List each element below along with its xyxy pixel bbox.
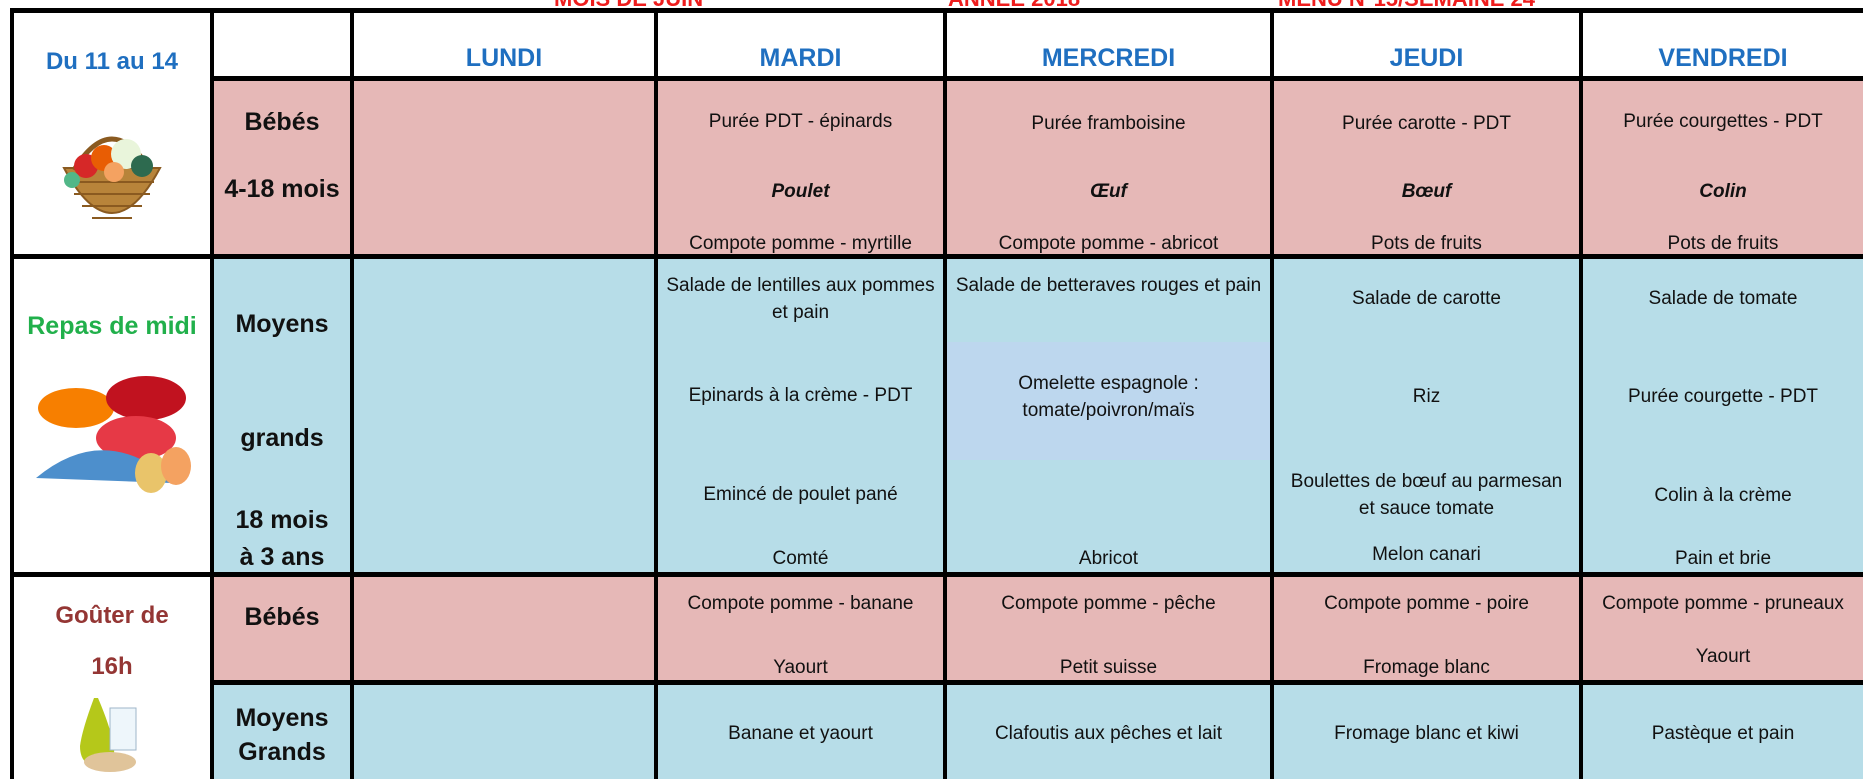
mid-dessert-jeudi: Melon canari bbox=[1372, 544, 1481, 565]
mid-dessert-vendredi: Pain et brie bbox=[1674, 548, 1772, 569]
day-header-vendredi: VENDREDI bbox=[1658, 44, 1788, 72]
mid-main-mardi: Emincé de poulet pané bbox=[703, 484, 898, 505]
snack-babies-1-mardi: Compote pomme - banane bbox=[687, 593, 914, 614]
month-title: MOIS DE JUIN bbox=[554, 0, 703, 12]
babies-puree-mercredi: Purée framboisine bbox=[1031, 113, 1186, 134]
mid-starter-jeudi: Salade de carotte bbox=[1352, 288, 1501, 309]
snack-babies-1-mercredi: Compote pomme - pêche bbox=[1001, 593, 1216, 614]
grid-v2 bbox=[350, 8, 354, 779]
grid-v3 bbox=[654, 8, 658, 779]
group-mid-line3: 18 mois bbox=[235, 506, 329, 534]
grid-lunch-bottom bbox=[10, 572, 1863, 577]
lunch-label: Repas de midi bbox=[27, 312, 197, 340]
snack-label-line1: Goûter de bbox=[55, 602, 169, 629]
mid-side-vendredi: Purée courgette - PDT bbox=[1627, 386, 1819, 407]
babies-dessert-mercredi: Compote pomme - abricot bbox=[998, 233, 1219, 254]
group-babies: Bébés bbox=[244, 108, 320, 136]
day-header-mardi: MARDI bbox=[759, 44, 842, 72]
snack-mid-mardi: Banane et yaourt bbox=[728, 723, 873, 744]
group-babies-age: 4-18 mois bbox=[224, 175, 340, 203]
group-mid-line2: grands bbox=[240, 424, 324, 452]
highlight-cell bbox=[947, 342, 1270, 460]
vegetable-basket-icon bbox=[44, 108, 180, 244]
meat-fish-eggs-icon bbox=[26, 348, 196, 518]
grid-header-bottom bbox=[210, 76, 1863, 81]
day-header-lundi: LUNDI bbox=[465, 44, 543, 72]
mid-snack-row bbox=[214, 685, 1863, 779]
snack-mid-jeudi: Fromage blanc et kiwi bbox=[1334, 723, 1519, 744]
mid-starter-mardi: Salade de lentilles aux pommes et pain bbox=[666, 275, 935, 323]
group-mid-line1: Moyens bbox=[235, 310, 329, 338]
group-snack-mid-line1: Moyens bbox=[235, 704, 329, 732]
day-header-mercredi: MERCREDI bbox=[1041, 44, 1176, 72]
babies-snack-row bbox=[214, 577, 1863, 680]
mid-side-mardi: Epinards à la crème - PDT bbox=[688, 385, 913, 406]
snack-babies-1-jeudi: Compote pomme - poire bbox=[1324, 593, 1529, 614]
snack-babies-2-mercredi: Petit suisse bbox=[1059, 657, 1158, 678]
day-header-jeudi: JEUDI bbox=[1389, 44, 1464, 72]
babies-protein-vendredi: Colin bbox=[1699, 181, 1747, 202]
babies-lunch-row bbox=[214, 81, 1863, 254]
babies-protein-mardi: Poulet bbox=[771, 181, 830, 202]
mid-starter-mercredi: Salade de betteraves rouges et pain bbox=[955, 275, 1262, 296]
snack-mid-mercredi: Clafoutis aux pêches et lait bbox=[994, 723, 1223, 744]
pear-milk-icon bbox=[76, 690, 140, 779]
grid-v4 bbox=[943, 8, 947, 779]
group-mid-line4: à 3 ans bbox=[239, 543, 325, 571]
grid-babies-bottom bbox=[10, 254, 1863, 259]
mid-dessert-mercredi: Abricot bbox=[1078, 548, 1139, 569]
mid-main-mercredi: Omelette espagnole : tomate/poivron/maïs bbox=[1018, 373, 1199, 421]
babies-dessert-jeudi: Pots de fruits bbox=[1371, 233, 1482, 254]
babies-puree-jeudi: Purée carotte - PDT bbox=[1342, 113, 1511, 134]
mid-dessert-mardi: Comté bbox=[772, 548, 829, 569]
babies-dessert-vendredi: Pots de fruits bbox=[1667, 233, 1779, 254]
grid-v5 bbox=[1270, 8, 1274, 779]
grid-v6 bbox=[1579, 8, 1583, 779]
snack-babies-2-jeudi: Fromage blanc bbox=[1363, 657, 1490, 678]
group-snack-mid-line2: Grands bbox=[238, 738, 326, 766]
grid-v1 bbox=[210, 8, 214, 779]
snack-label-line2: 16h bbox=[91, 653, 133, 680]
snack-babies-2-mardi: Yaourt bbox=[773, 657, 828, 678]
grid-snack-mid bbox=[210, 680, 1863, 685]
babies-protein-mercredi: Œuf bbox=[1090, 181, 1127, 202]
year-title: ANNEE 2018 bbox=[948, 0, 1080, 12]
babies-puree-vendredi: Purée courgettes - PDT bbox=[1623, 111, 1823, 132]
mid-side-jeudi: Riz bbox=[1412, 386, 1441, 407]
snack-babies-1-vendredi: Compote pomme - pruneaux bbox=[1602, 593, 1844, 614]
period-label: Du 11 au 14 bbox=[45, 48, 179, 75]
babies-puree-mardi: Purée PDT - épinards bbox=[708, 111, 893, 132]
group-snack-babies: Bébés bbox=[244, 603, 320, 631]
babies-dessert-mardi: Compote pomme - myrtille bbox=[689, 233, 912, 254]
mid-main-vendredi: Colin à la crème bbox=[1654, 485, 1792, 506]
menu-title: MENU N°15/SEMAINE 24 bbox=[1278, 0, 1535, 12]
babies-protein-jeudi: Bœuf bbox=[1401, 181, 1452, 202]
grid-top bbox=[10, 8, 1863, 13]
snack-babies-2-vendredi: Yaourt bbox=[1695, 646, 1751, 667]
grid-v0 bbox=[10, 8, 14, 779]
mid-starter-vendredi: Salade de tomate bbox=[1648, 288, 1798, 309]
snack-mid-vendredi: Pastèque et pain bbox=[1651, 723, 1795, 744]
mid-main-jeudi: Boulettes de bœuf au parmesan et sauce t… bbox=[1290, 471, 1563, 519]
